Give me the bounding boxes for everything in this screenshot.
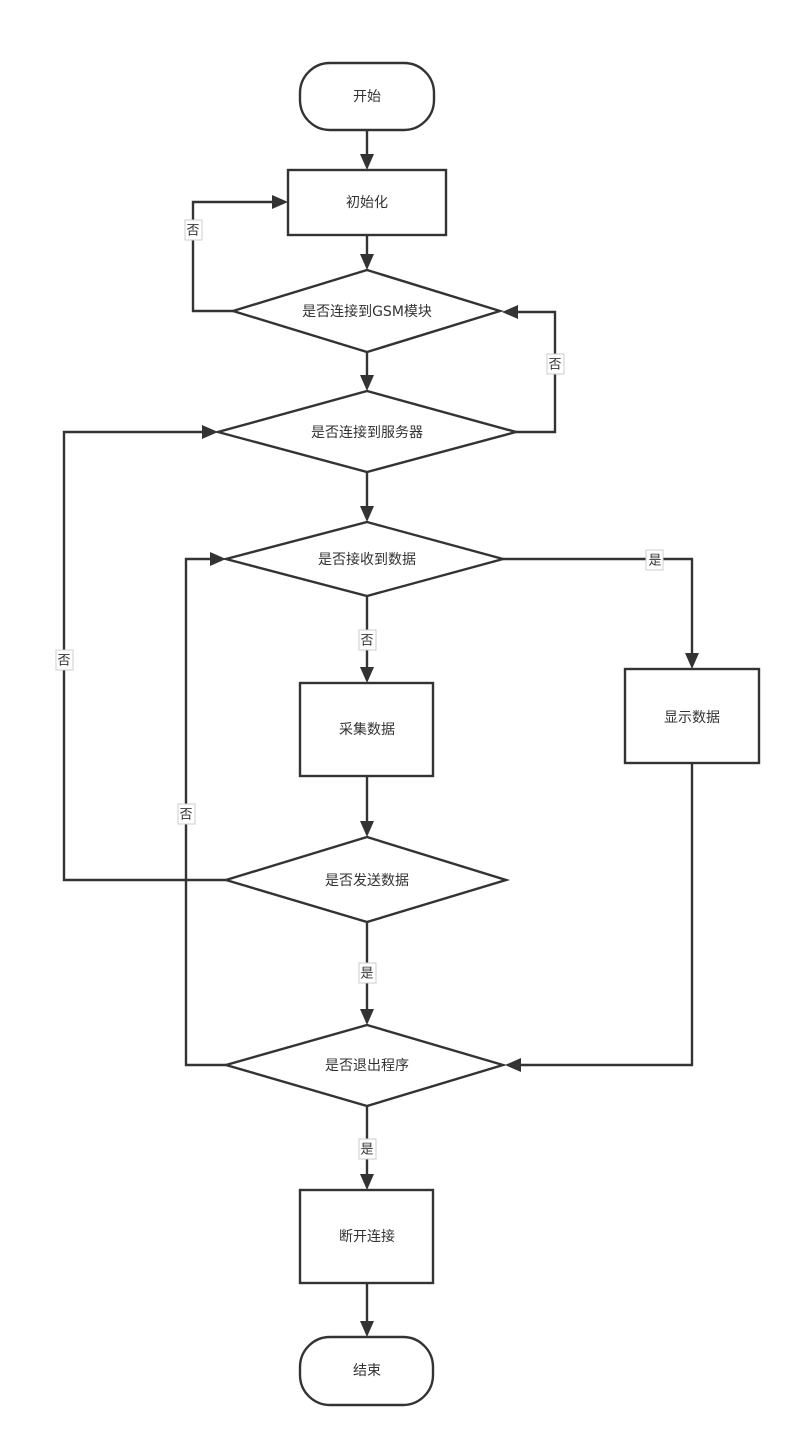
arrowhead-icon — [360, 821, 374, 837]
edge-label-yes: 是 — [648, 554, 661, 569]
arrowhead-icon — [360, 1174, 374, 1190]
edge-quit-disconnect-yes: 是 — [358, 1106, 377, 1190]
node-gsm-decision: 是否连接到GSM模块 — [228, 268, 505, 354]
node-collect-label: 采集数据 — [339, 721, 395, 738]
node-end-label: 结束 — [353, 1363, 381, 1379]
edge-recv-show-yes: 是 — [503, 549, 699, 669]
arrowhead-icon — [360, 1009, 374, 1025]
arrowhead-icon — [360, 375, 374, 391]
arrowhead-icon — [505, 1058, 521, 1072]
edge-label-yes: 是 — [360, 1143, 373, 1158]
edge-collect-send — [360, 776, 374, 837]
arrowhead-icon — [360, 254, 374, 270]
edge-label-yes: 是 — [360, 967, 373, 982]
node-init: 初始化 — [286, 168, 448, 237]
edge-send-server-no: 否 — [55, 425, 226, 882]
arrowhead-icon — [685, 653, 699, 669]
node-init-label: 初始化 — [346, 194, 388, 211]
node-send-decision: 是否发送数据 — [221, 835, 511, 924]
node-recv-decision: 是否接收到数据 — [221, 520, 508, 598]
edge-init-gsm — [360, 235, 374, 270]
edge-send-quit-yes: 是 — [358, 922, 377, 1025]
arrowhead-icon — [360, 154, 374, 170]
node-server-decision: 是否连接到服务器 — [213, 389, 521, 474]
edge-gsm-server — [360, 352, 374, 391]
node-quit-label: 是否退出程序 — [325, 1058, 409, 1074]
node-show: 显示数据 — [623, 667, 761, 765]
arrowhead-icon — [202, 425, 218, 439]
edge-disconnect-end — [360, 1283, 374, 1337]
edge-server-gsm-no: 否 — [502, 305, 565, 434]
edge-label-no: 否 — [548, 358, 561, 373]
edge-gsm-init-no: 否 — [184, 195, 288, 313]
node-start: 开始 — [298, 61, 436, 132]
edge-label-no: 否 — [186, 224, 199, 239]
edge-show-quit — [505, 763, 694, 1072]
arrowhead-icon — [272, 195, 288, 209]
node-end: 结束 — [298, 1335, 435, 1407]
node-collect: 采集数据 — [298, 681, 435, 778]
node-quit-decision: 是否退出程序 — [221, 1023, 508, 1108]
node-show-label: 显示数据 — [664, 710, 720, 726]
node-recv-label: 是否接收到数据 — [318, 551, 416, 568]
edge-label-no: 否 — [360, 634, 373, 649]
edge-start-init — [360, 130, 374, 170]
node-disconnect-label: 断开连接 — [339, 1228, 395, 1245]
edge-server-recv — [360, 472, 374, 522]
edge-label-no: 否 — [57, 654, 70, 669]
edge-label-no: 否 — [179, 808, 192, 823]
arrowhead-icon — [360, 1321, 374, 1337]
arrowhead-icon — [360, 506, 374, 522]
node-start-label: 开始 — [353, 89, 381, 105]
node-disconnect: 断开连接 — [298, 1188, 435, 1285]
node-server-label: 是否连接到服务器 — [311, 424, 423, 441]
edge-recv-collect-no: 否 — [358, 596, 377, 683]
arrowhead-icon — [502, 305, 518, 319]
edge-quit-recv-no: 否 — [177, 552, 226, 1067]
arrowhead-icon — [210, 552, 226, 566]
node-gsm-label: 是否连接到GSM模块 — [302, 303, 432, 320]
arrowhead-icon — [360, 667, 374, 683]
node-send-label: 是否发送数据 — [325, 873, 409, 889]
